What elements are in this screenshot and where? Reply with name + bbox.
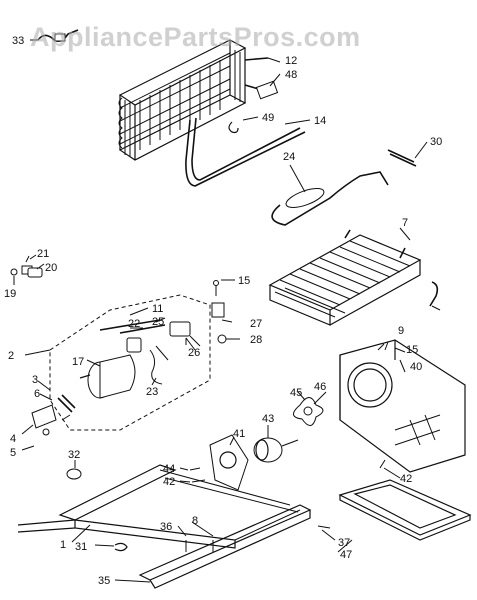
- callout-40: 40: [410, 361, 422, 373]
- pan-screw: [317, 525, 331, 529]
- callout-46: 46: [314, 381, 326, 393]
- heat-exchanger-tube: [185, 117, 306, 187]
- callout-25: 25: [152, 316, 164, 328]
- compressor-group-outline: [49, 294, 211, 431]
- callout-45: 45: [290, 387, 302, 399]
- callout-26: 26: [188, 347, 200, 359]
- fan-motor: [253, 437, 299, 463]
- callout-42b: 42: [400, 473, 412, 485]
- callout-7: 7: [402, 217, 408, 229]
- callout-9: 9: [398, 325, 404, 337]
- callout-33: 33: [12, 35, 24, 47]
- base-frame: [17, 464, 312, 589]
- callout-28: 28: [250, 334, 262, 346]
- callout-14: 14: [314, 115, 326, 127]
- leader-lines: [13, 39, 441, 583]
- motor-screws: [189, 467, 206, 483]
- callout-8: 8: [192, 515, 198, 527]
- callout-35: 35: [98, 575, 110, 587]
- callout-27: 27: [250, 318, 262, 330]
- drain-pan: [338, 479, 472, 541]
- drier-assembly: [271, 171, 389, 226]
- evaporator-coil: [268, 229, 422, 326]
- shroud-screw: [379, 459, 386, 469]
- grommet: [66, 468, 82, 480]
- frame-clip: [114, 542, 128, 552]
- callout-4: 4: [10, 433, 16, 445]
- callout-2: 2: [8, 350, 14, 362]
- capillary-part: [387, 149, 417, 167]
- callout-44: 44: [163, 463, 175, 475]
- cord-bracket-group: [31, 394, 76, 436]
- screw-and-clip-group: [211, 280, 227, 344]
- callout-48: 48: [285, 69, 297, 81]
- callout-37: 37: [338, 537, 350, 549]
- compressor-group: [79, 319, 201, 399]
- callout-17: 17: [72, 356, 84, 368]
- callout-1: 1: [60, 539, 66, 551]
- fan-blade: [293, 397, 324, 426]
- callout-3: 3: [32, 374, 38, 386]
- callout-31: 31: [75, 541, 87, 553]
- callout-22: 22: [128, 318, 140, 330]
- callout-15a: 15: [238, 275, 250, 287]
- callout-30: 30: [430, 136, 442, 148]
- defrost-rod: [429, 281, 439, 307]
- callout-32: 32: [68, 449, 80, 461]
- condenser-coil: [118, 39, 269, 161]
- fan-shroud: [339, 339, 466, 473]
- callout-47: 47: [340, 549, 352, 561]
- callout-41: 41: [233, 428, 245, 440]
- callout-19: 19: [4, 288, 16, 300]
- callout-23: 23: [146, 386, 158, 398]
- sensor-wire: [37, 29, 79, 42]
- frame-screws: [185, 540, 214, 552]
- callout-5: 5: [10, 447, 16, 459]
- callout-labels: 33 12 48 49 14 30 24 7 21 20 19 15 11 22…: [4, 35, 442, 587]
- callout-12: 12: [285, 55, 297, 67]
- callout-42a: 42: [163, 476, 175, 488]
- motor-bracket: [209, 434, 249, 491]
- drier-clip: [255, 80, 279, 100]
- small-fasteners: [10, 255, 43, 278]
- callout-6: 6: [34, 388, 40, 400]
- callout-15b: 15: [406, 344, 418, 356]
- callout-20: 20: [45, 262, 57, 274]
- callout-21: 21: [37, 248, 49, 260]
- callout-11: 11: [152, 303, 163, 315]
- callout-43: 43: [262, 413, 274, 425]
- callout-36: 36: [160, 521, 172, 533]
- callout-24: 24: [283, 151, 295, 163]
- callout-49: 49: [262, 112, 274, 124]
- tube-clip: [228, 121, 239, 134]
